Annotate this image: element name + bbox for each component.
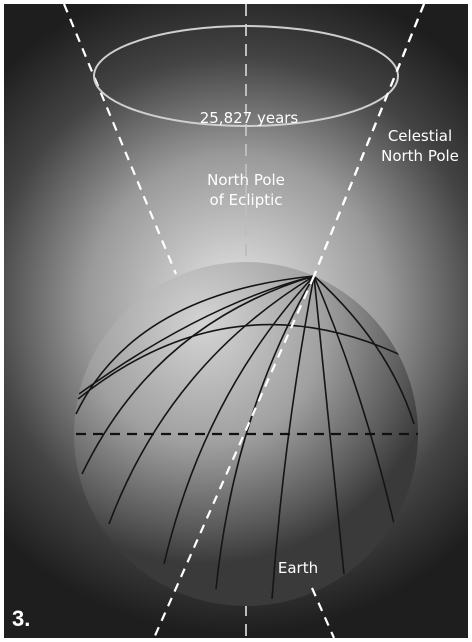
cone-left-line: [62, 4, 178, 275]
meridian-line: [313, 275, 395, 525]
parallel-line: [77, 323, 410, 400]
diagram-panel: 25,827 years Celestial North Pole North …: [4, 4, 468, 638]
celestial-pole-line: [312, 4, 426, 277]
parallel-line: [78, 275, 315, 395]
meridian-line: [313, 275, 415, 425]
celestial-north-pole-label: Celestial North Pole: [381, 127, 459, 165]
meridian-line: [81, 275, 315, 475]
earth-axis-line: [152, 275, 316, 638]
earth-label: Earth: [277, 559, 319, 577]
earth-axis: [152, 4, 426, 638]
meridian-line: [271, 275, 315, 600]
precession-circle: [93, 25, 399, 127]
precession-diagram: [4, 4, 468, 638]
ecliptic-north-pole-label: North Pole of Ecliptic: [207, 171, 285, 209]
figure-number: 3.: [12, 606, 31, 631]
meridian-line: [163, 275, 315, 565]
meridian-grid: [75, 275, 415, 600]
meridian-line: [108, 275, 315, 525]
meridian-line: [313, 275, 345, 575]
precession-period-label: 25,827 years: [199, 109, 299, 127]
